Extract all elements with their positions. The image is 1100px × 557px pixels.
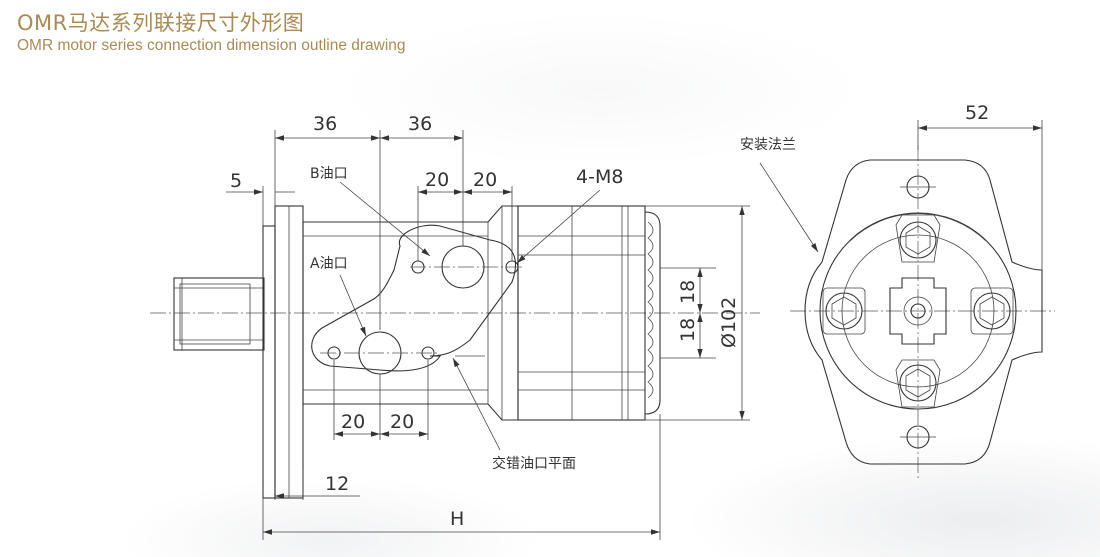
label-cross-port-plane: 交错油口平面 <box>492 455 576 472</box>
label-port-a: A油口 <box>310 256 348 272</box>
front-bolt-bottom <box>895 359 941 408</box>
front-bolt-right <box>970 287 1014 335</box>
shaft <box>173 277 265 351</box>
front-view: 52 安装法兰 <box>740 102 1055 480</box>
dim-18-upper: 18 <box>677 280 699 304</box>
dim-36-right: 36 <box>408 113 432 135</box>
dim-20-top-right: 20 <box>473 169 497 191</box>
label-port-b: B油口 <box>310 166 348 182</box>
dim-dia-102: Ø102 <box>718 297 740 348</box>
port-flange-outline <box>311 224 516 372</box>
title-chinese: OMR马达系列联接尺寸外形图 <box>17 11 305 35</box>
front-flange-outline <box>804 159 1043 465</box>
front-shaft <box>889 277 947 345</box>
dim-4-m8: 4-M8 <box>576 166 623 188</box>
dim-20-bottom-right: 20 <box>390 411 414 433</box>
dim-h: H <box>450 508 464 530</box>
front-bolt-top <box>895 214 941 263</box>
front-body-circle <box>819 212 1017 410</box>
dim-18-lower: 18 <box>677 318 699 342</box>
label-mount-flange: 安装法兰 <box>740 137 796 153</box>
dim-20-top-left: 20 <box>425 169 449 191</box>
dim-36-left: 36 <box>313 113 337 135</box>
side-view: 36 36 5 20 20 4-M8 B油口 A油口 20 20 交错油口平 <box>150 113 760 540</box>
dim-12: 12 <box>325 473 349 495</box>
dim-5: 5 <box>230 170 242 192</box>
title-english: OMR motor series connection dimension ou… <box>17 37 406 54</box>
mount-flange-side <box>262 205 304 499</box>
front-bolt-left <box>822 287 866 335</box>
dim-20-bottom-left: 20 <box>341 411 365 433</box>
dim-52: 52 <box>965 102 989 124</box>
title-block: OMR马达系列联接尺寸外形图 OMR motor series connecti… <box>17 10 406 56</box>
